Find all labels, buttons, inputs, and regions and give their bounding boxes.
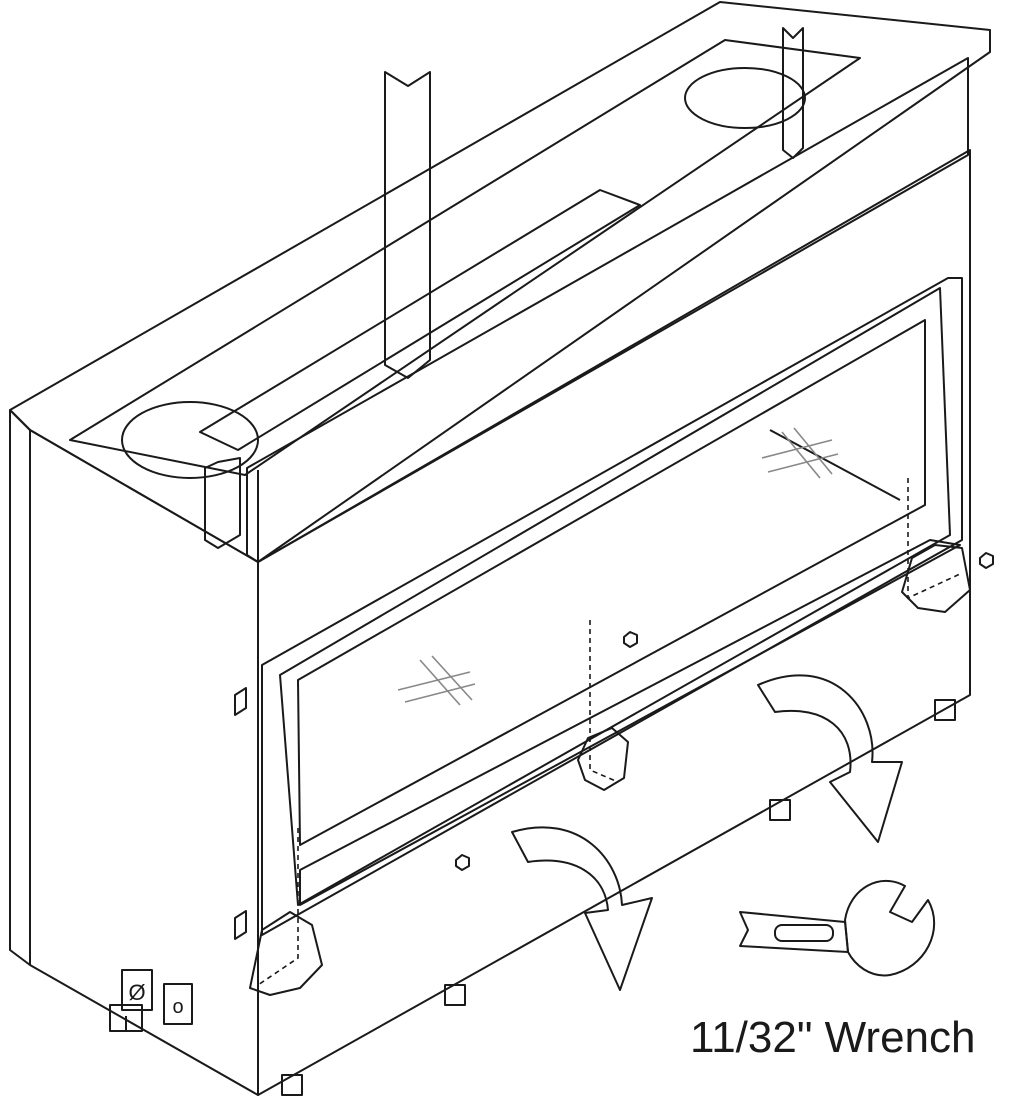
fastener-path-center [589,620,619,783]
glass-reflection-line [769,429,901,501]
hex-nut-icon [623,631,638,648]
glass-pane [297,319,926,846]
flange-strip [199,189,641,451]
lower-frame-channel [299,539,961,906]
frame-inner-border [279,287,951,906]
glass-highlight-left [397,655,476,706]
switch-symbol: o [172,996,183,1018]
vent-opening-left [121,401,259,479]
standoff-bracket-left [384,71,431,379]
gas-control-knob [121,969,153,1011]
fastener-path-left [257,828,299,986]
glass-highlight-right [761,427,839,479]
open-end-wrench-icon [739,880,936,977]
curved-down-arrow-icon [511,826,653,991]
firebox-front [257,149,971,1096]
vent-opening-right [684,67,806,129]
wrench-size-label: 11/32" Wrench [690,1013,976,1062]
curved-down-arrow-icon [757,674,903,843]
standoff-bracket-right [782,27,804,159]
firebox-feet [281,699,956,1096]
side-tab-lower [234,910,247,940]
pilot-switch [163,983,193,1025]
standoff-bracket-corner [204,457,241,549]
cutaway-bottom-left [249,911,323,996]
side-tab-upper [234,687,247,716]
cutaway-right [901,544,971,613]
cutaway-center [577,727,629,791]
top-trim-panel [246,57,969,563]
knob-symbol: Ø [128,980,145,1005]
firebox-top [9,1,991,563]
control-bracket [109,1004,143,1032]
top-inner-recess [69,39,861,476]
fastener-path-right [907,478,961,600]
glass-door-frame [261,277,963,936]
hex-nut-icon [979,552,994,569]
hex-nut-icon [455,854,470,871]
